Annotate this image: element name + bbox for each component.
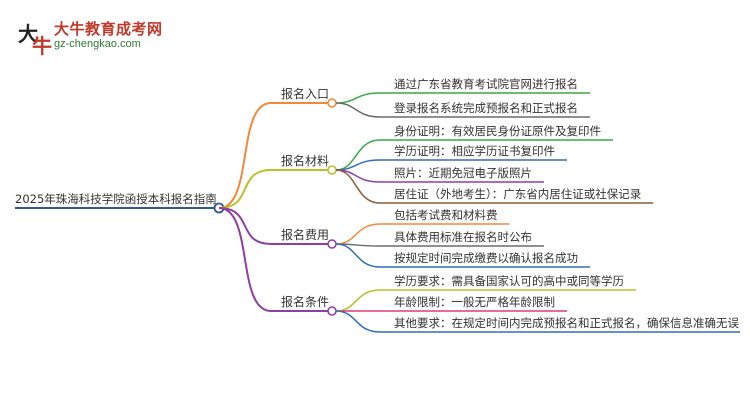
branch-label: 报名入口 [281, 86, 329, 101]
leaf-label: 年龄限制：一般无严格年龄限制 [394, 295, 555, 309]
leaf-label: 通过广东省教育考试院官网进行报名 [394, 77, 578, 91]
leaf-connector [335, 243, 381, 268]
logo-url: gz-chengkao.com [54, 38, 141, 50]
branch-connector [218, 102, 272, 209]
leaf-label: 按规定时间完成缴费以确认报名成功 [394, 251, 578, 265]
leaf-connector [335, 102, 381, 118]
leaf-connector [335, 223, 381, 245]
site-logo: 大 牛 大牛教育成考网 gz-chengkao.com [12, 14, 212, 60]
leaf-label: 登录报名系统完成预报名和正式报名 [394, 101, 578, 115]
leaf-connector [335, 169, 381, 204]
branch-connector [218, 207, 272, 245]
leaf-label: 居住证（外地考生）：广东省内居住证或社保记录 [394, 187, 641, 201]
leaf-label: 照片：近期免冠电子版照片 [394, 166, 532, 180]
branch-label: 报名条件 [281, 294, 329, 309]
branch-node [327, 239, 337, 249]
branch-label: 报名费用 [281, 227, 329, 242]
leaf-connector [335, 92, 381, 104]
root-label: 2025年珠海科技学院函授本科报名指南 [15, 192, 217, 206]
branch-node [327, 306, 337, 316]
leaf-label: 包括考试费和材料费 [394, 208, 498, 222]
leaf-label: 身份证明：有效居民身份证原件及复印件 [394, 124, 601, 138]
leaf-label: 具体费用标准在报名时公布 [394, 230, 532, 244]
leaf-connector [335, 139, 381, 171]
leaf-label: 学历要求：需具备国家认可的高中或同等学历 [394, 274, 624, 288]
branch-node [327, 98, 337, 108]
logo-mark-icon: 大 牛 [16, 18, 52, 58]
logo-mark-char: 牛 [32, 34, 52, 58]
branch-node [327, 165, 337, 175]
leaf-connector [335, 310, 381, 333]
branch-label: 报名材料 [281, 153, 329, 168]
branch-connector [218, 169, 272, 209]
logo-title: 大牛教育成考网 [54, 20, 163, 38]
logo-mark-char: 大 [18, 22, 38, 46]
leaf-label: 其他要求：在规定时间内完成预报名和正式报名，确保信息准确无误 [394, 316, 739, 330]
branch-connector [218, 207, 272, 312]
leaf-label: 学历证明：相应学历证书复印件 [394, 144, 555, 158]
leaf-connector [335, 289, 381, 312]
